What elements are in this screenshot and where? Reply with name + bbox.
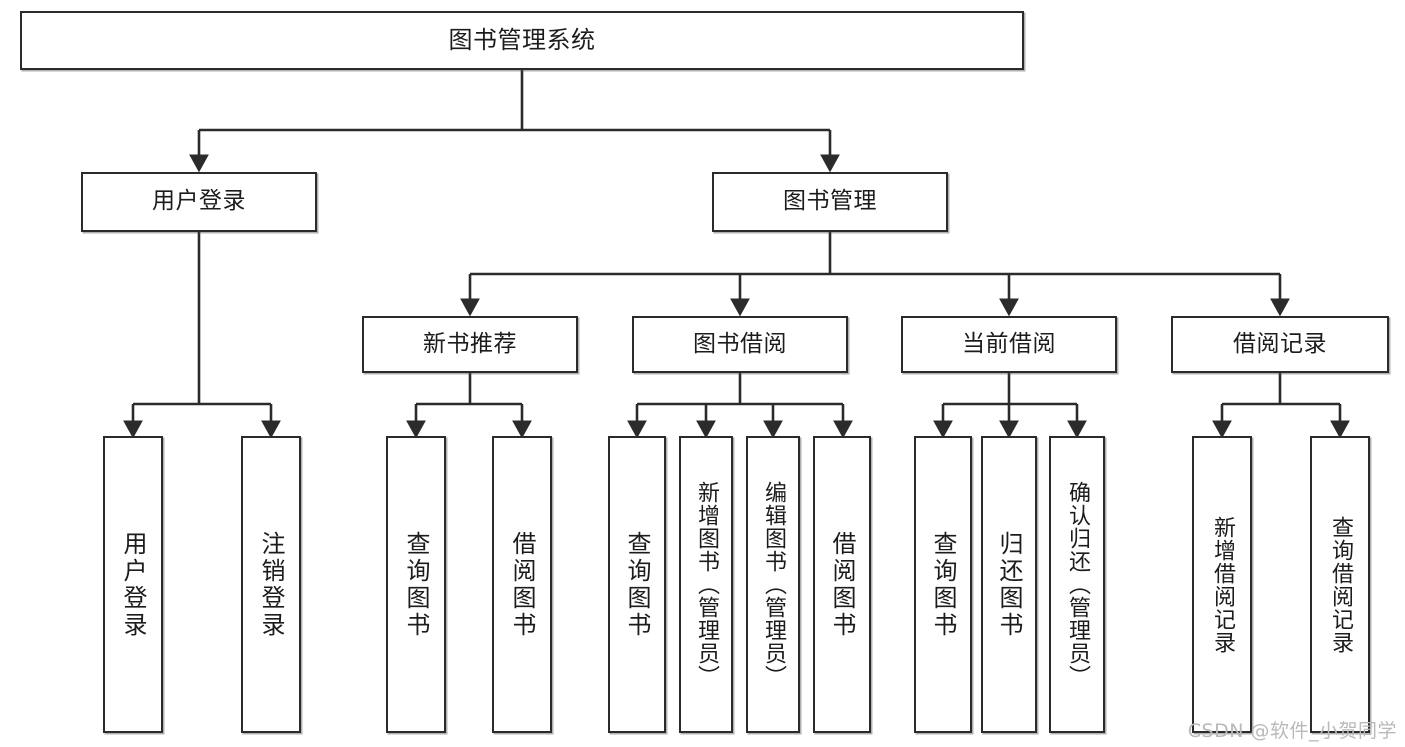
node-label: 查询图书 bbox=[402, 530, 430, 639]
node-leaf-logout-login[interactable]: 注销登录 bbox=[241, 436, 301, 733]
node-label: 借阅记录 bbox=[1233, 330, 1327, 357]
node-borrow-record[interactable]: 借阅记录 bbox=[1171, 316, 1389, 373]
node-leaf-add-book-admin[interactable]: 新增图书（管理员） bbox=[679, 436, 733, 733]
node-label: 新书推荐 bbox=[423, 330, 517, 357]
node-label: 查询图书 bbox=[929, 530, 957, 639]
node-label: 注销登录 bbox=[257, 530, 285, 639]
node-leaf-user-login[interactable]: 用户登录 bbox=[103, 436, 163, 733]
csdn-watermark: CSDN @软件_小贺同学 bbox=[1187, 720, 1397, 742]
node-new-book-recommend[interactable]: 新书推荐 bbox=[362, 316, 578, 373]
node-label: 编辑图书（管理员） bbox=[761, 481, 786, 688]
node-label: 借阅图书 bbox=[828, 530, 856, 639]
node-label: 新增借阅记录 bbox=[1210, 515, 1235, 654]
node-leaf-borrow-book-1[interactable]: 借阅图书 bbox=[492, 436, 552, 733]
node-current-borrow[interactable]: 当前借阅 bbox=[901, 316, 1117, 373]
node-label: 查询借阅记录 bbox=[1328, 515, 1353, 654]
node-leaf-confirm-return-admin[interactable]: 确认归还（管理员） bbox=[1049, 436, 1105, 733]
node-label: 查询图书 bbox=[623, 530, 651, 639]
node-leaf-edit-book-admin[interactable]: 编辑图书（管理员） bbox=[746, 436, 800, 733]
node-label: 图书管理 bbox=[783, 188, 877, 215]
node-label: 图书借阅 bbox=[693, 330, 787, 357]
node-leaf-borrow-book-2[interactable]: 借阅图书 bbox=[813, 436, 871, 733]
node-root-system[interactable]: 图书管理系统 bbox=[20, 11, 1024, 70]
node-label: 图书管理系统 bbox=[448, 26, 596, 55]
node-leaf-add-borrow-record[interactable]: 新增借阅记录 bbox=[1192, 436, 1252, 733]
node-book-borrow[interactable]: 图书借阅 bbox=[632, 316, 848, 373]
node-book-management[interactable]: 图书管理 bbox=[712, 172, 948, 232]
node-user-login[interactable]: 用户登录 bbox=[81, 172, 317, 232]
node-leaf-query-borrow-record[interactable]: 查询借阅记录 bbox=[1310, 436, 1370, 733]
node-leaf-query-book-3[interactable]: 查询图书 bbox=[914, 436, 972, 733]
node-label: 借阅图书 bbox=[508, 530, 536, 639]
node-leaf-query-book-2[interactable]: 查询图书 bbox=[608, 436, 666, 733]
node-label: 用户登录 bbox=[152, 188, 246, 215]
node-label: 用户登录 bbox=[119, 530, 147, 639]
node-label: 归还图书 bbox=[995, 530, 1023, 639]
node-label: 当前借阅 bbox=[962, 330, 1056, 357]
node-leaf-query-book-1[interactable]: 查询图书 bbox=[386, 436, 446, 733]
node-label: 新增图书（管理员） bbox=[694, 481, 719, 688]
node-leaf-return-book[interactable]: 归还图书 bbox=[981, 436, 1037, 733]
node-label: 确认归还（管理员） bbox=[1065, 481, 1090, 688]
